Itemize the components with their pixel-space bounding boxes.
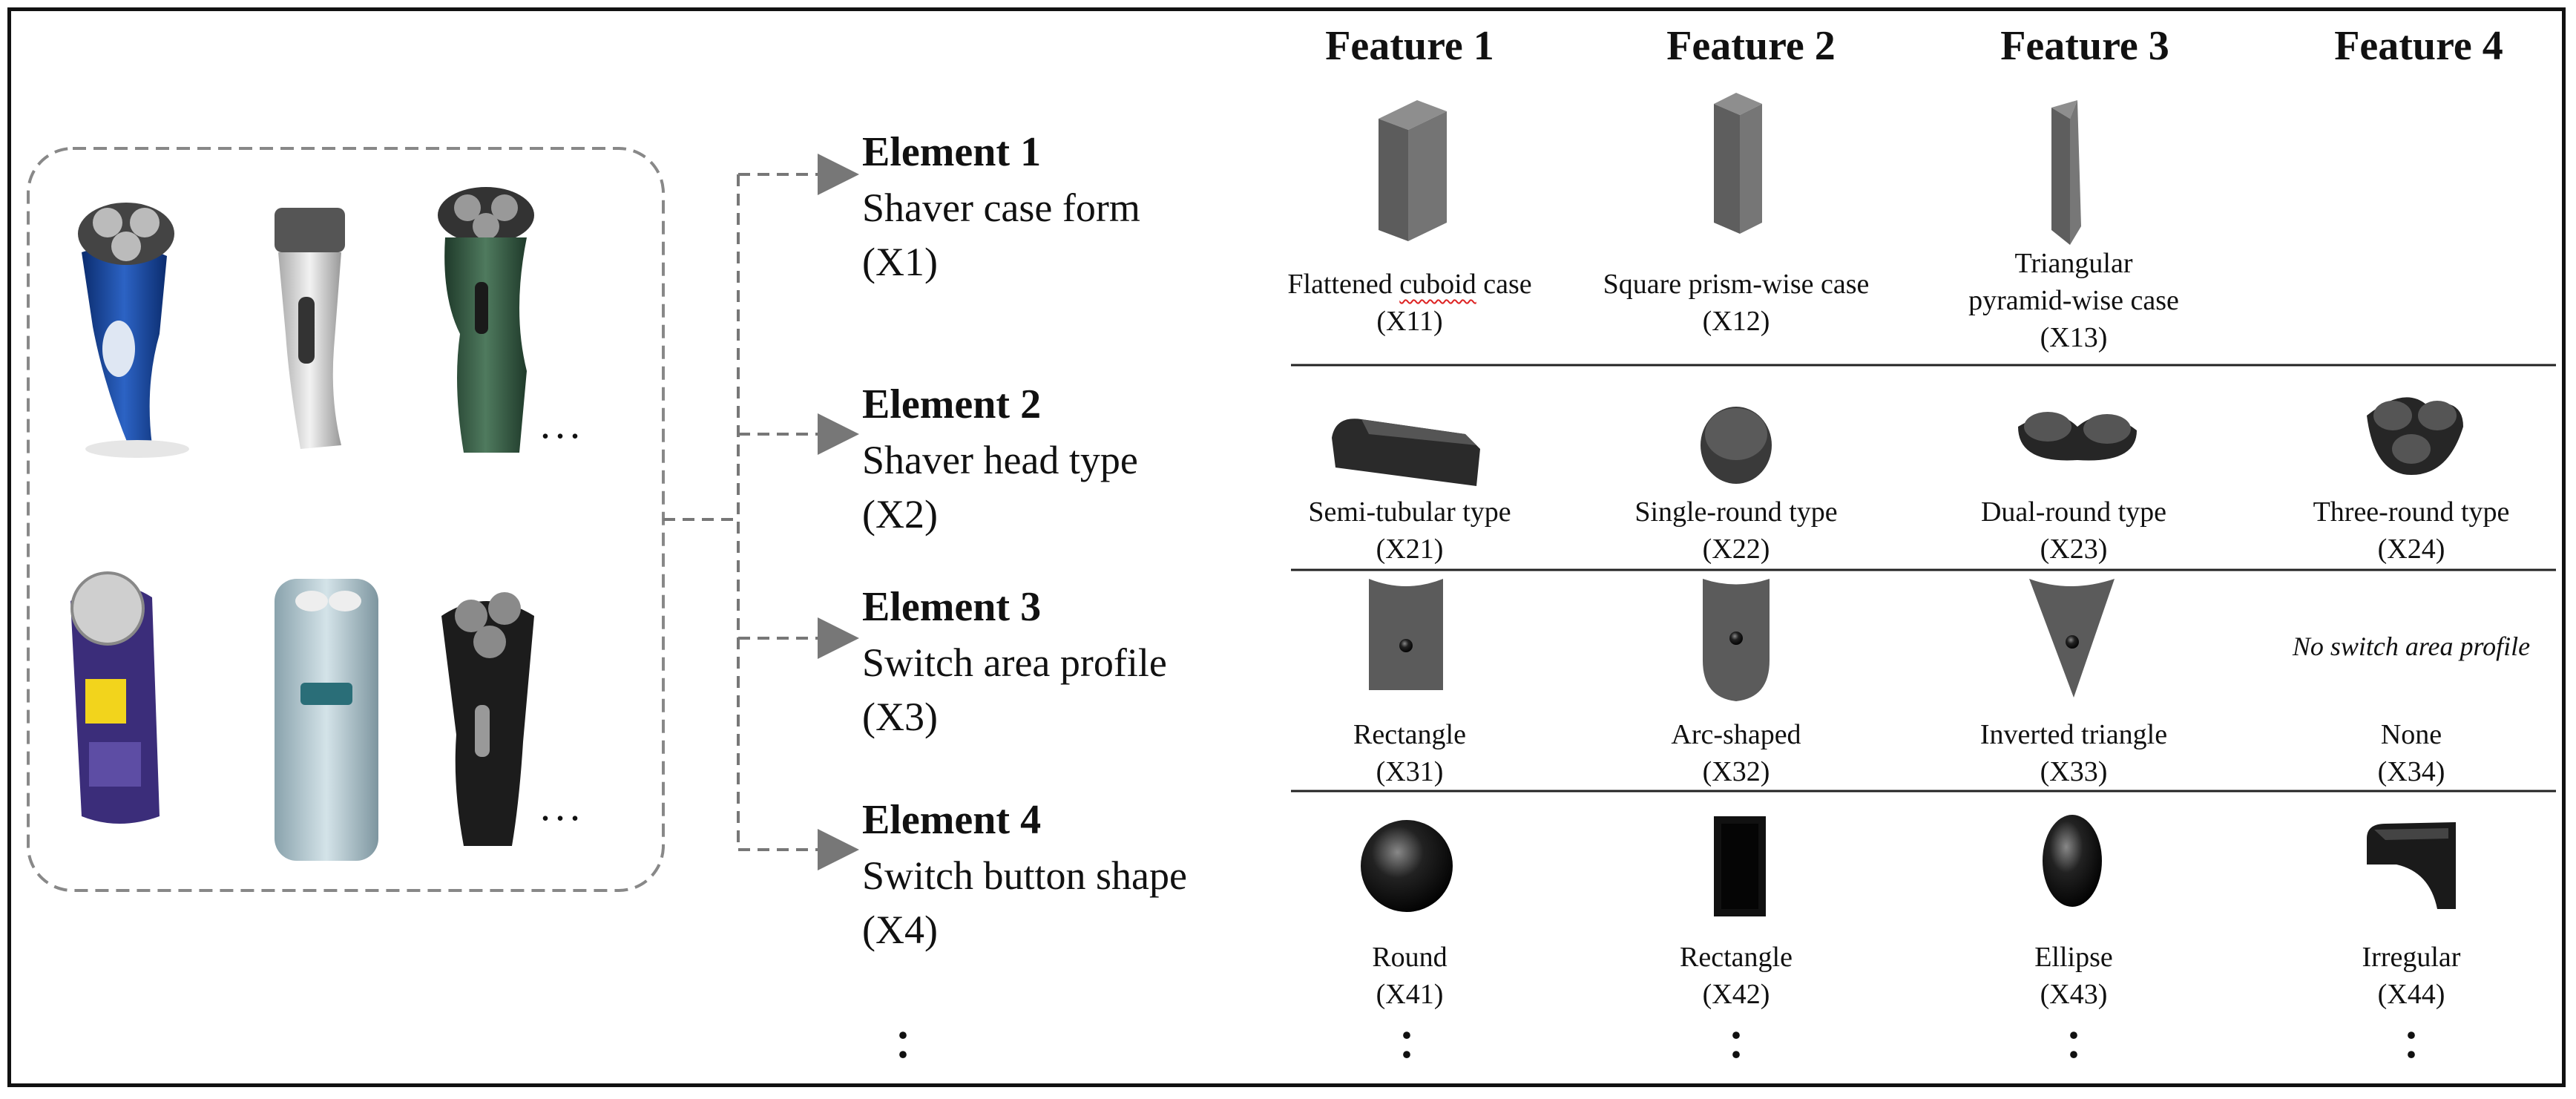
shaver-row-1-ellipsis: ... [540, 401, 585, 447]
element-1-code: (X1) [862, 240, 938, 284]
shaver-image-purple [70, 571, 160, 824]
element-1-name: Shaver case form [862, 186, 1140, 230]
continuation-dots-feature-2: ·· [1728, 1011, 1744, 1079]
button-irregular [2367, 822, 2456, 909]
feature-header-2: Feature 2 [1666, 23, 1836, 69]
caption-x24: Three-round type(X24) [2313, 496, 2510, 565]
element-3-title: Element 3 [862, 584, 1042, 630]
continuation-dots-feature-4: ·· [2403, 1011, 2419, 1079]
caption-x22: Single-round type(X22) [1634, 496, 1838, 565]
button-round [1361, 820, 1453, 912]
button-rectangle [1714, 816, 1766, 916]
element-2-title: Element 2 [862, 381, 1042, 427]
shaver-image-green [438, 187, 534, 453]
profile-inverted-triangle [2029, 579, 2115, 698]
caption-x34: None(X34) [2377, 719, 2445, 787]
continuation-dots-elements: ·· [895, 1011, 910, 1079]
caption-x44: Irregular(X44) [2362, 942, 2461, 1010]
caption-x12: Square prism-wise case (X12) [1603, 269, 1870, 337]
no-switch-area-note: No switch area profile [2292, 631, 2531, 661]
head-three-round [2367, 397, 2463, 475]
feature-header-1: Feature 1 [1325, 23, 1494, 69]
shaver-image-teal [275, 579, 378, 861]
element-3-code: (X3) [862, 695, 938, 739]
head-single-round [1701, 407, 1772, 484]
button-ellipse [2043, 815, 2102, 907]
caption-x21: Semi-tubular type(X21) [1308, 496, 1511, 565]
element-4-name: Switch button shape [862, 853, 1187, 898]
bracket-connectors [663, 154, 859, 870]
head-semi-tubular [1332, 419, 1480, 486]
case-flattened-cuboid [1379, 100, 1447, 241]
caption-x31: Rectangle(X31) [1353, 719, 1466, 787]
caption-x33: Inverted triangle(X33) [1979, 719, 2168, 787]
element-4-code: (X4) [862, 908, 938, 952]
row-dividers [1291, 364, 2556, 793]
continuation-dots-feature-3: ·· [2066, 1011, 2081, 1079]
caption-x11: Flattened cuboid case (X11) [1287, 269, 1532, 337]
caption-x41: Round(X41) [1372, 942, 1448, 1010]
shaver-row-2-ellipsis: ... [540, 784, 585, 830]
element-4-title: Element 4 [862, 797, 1042, 843]
shaver-image-blue [78, 203, 189, 458]
feature-header-4: Feature 4 [2334, 23, 2503, 69]
shaver-image-black [441, 592, 534, 846]
profile-arc-shaped [1703, 579, 1770, 701]
element-1-title: Element 1 [862, 129, 1042, 175]
profile-rectangle [1369, 579, 1443, 690]
figure-frame [7, 7, 2566, 1087]
caption-x43: Ellipse(X43) [2034, 942, 2113, 1010]
caption-x23: Dual-round type(X23) [1980, 496, 2167, 565]
element-3-name: Switch area profile [862, 640, 1167, 685]
element-2-name: Shaver head type [862, 438, 1138, 482]
caption-x42: Rectangle(X42) [1680, 942, 1793, 1010]
element-2-code: (X2) [862, 492, 938, 537]
continuation-dots-feature-1: ·· [1399, 1011, 1414, 1079]
caption-x32: Arc-shaped(X32) [1671, 719, 1801, 787]
shaver-image-silver [275, 208, 345, 449]
feature-header-3: Feature 3 [2000, 23, 2169, 69]
case-square-prism [1714, 93, 1762, 234]
head-dual-round [2018, 412, 2137, 461]
case-triangular-pyramid [2051, 100, 2081, 245]
caption-x13: Triangular pyramid-wise case (X13) [1968, 248, 2179, 353]
